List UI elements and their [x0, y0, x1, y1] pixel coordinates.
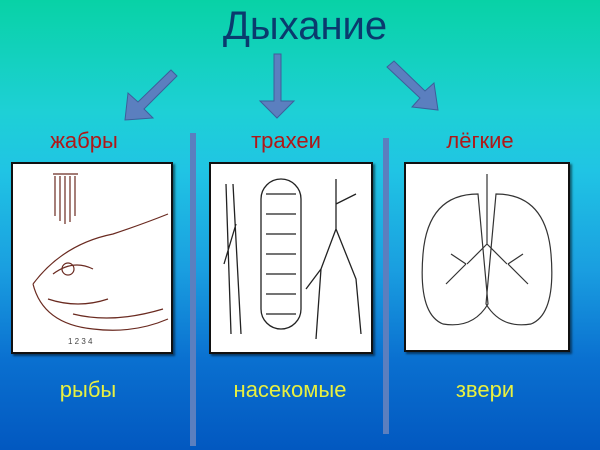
mammal-lungs-image [404, 162, 570, 352]
arrow-down-left-icon [124, 69, 178, 121]
animal-label-beasts: звери [455, 377, 515, 402]
insect-tracheae-image [209, 162, 373, 354]
fish-gills-image: 1 2 3 4 [11, 162, 173, 354]
svg-text:1 2 3 4: 1 2 3 4 [68, 337, 93, 346]
arrow-down-icon [258, 53, 296, 119]
divider-2 [383, 138, 389, 434]
arrow-down-right-icon [386, 60, 439, 111]
arrows [124, 53, 439, 121]
organ-label-tracheae: трахеи [251, 128, 321, 153]
slide-title: Дыхание [222, 4, 388, 48]
animal-label-insects: насекомые [233, 377, 347, 402]
organ-label-lungs: лёгкие [446, 128, 514, 153]
organ-label-gills: жабры [50, 128, 118, 153]
animal-label-fish: рыбы [59, 377, 117, 402]
divider-1 [190, 133, 196, 446]
